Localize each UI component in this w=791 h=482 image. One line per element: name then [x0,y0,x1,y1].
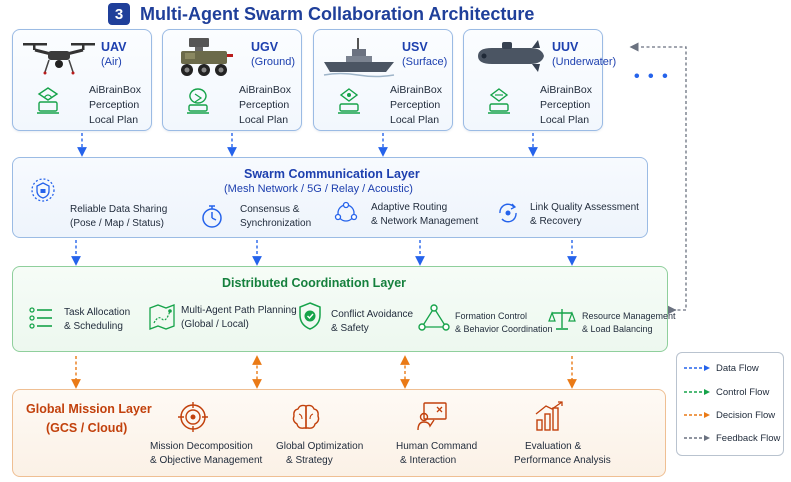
agent-capability: Local Plan [540,114,590,126]
agent-capability: Perception [89,99,140,111]
ground-robot-icon [181,38,233,76]
mission-item-label: Global Optimization [276,441,364,452]
coord-item-label: & Safety [331,323,369,334]
formation-triangle-icon [418,304,450,331]
agent-card-uav: UAV (Air) AiBrainBox Perception Local Pl… [12,29,152,131]
mission-layer-subtitle: (GCS / Cloud) [46,421,128,435]
mission-item-label: & Strategy [286,455,333,466]
target-icon [178,402,208,432]
communication-layer-subtitle: (Mesh Network / 5G / Relay / Acoustic) [224,183,413,195]
agent-name: UGV [251,40,279,54]
task-list-icon [29,307,52,329]
agent-capability: Perception [390,99,441,111]
aibrainbox-icon [187,88,209,114]
comm-item-label: Link Quality Assessment [530,202,639,213]
path-map-icon [149,304,175,330]
routing-nodes-icon [334,201,358,222]
underwater-vehicle-icon [478,40,544,72]
coord-item-label: Conflict Avoidance [331,309,414,320]
agent-card-ugv: UGV (Ground) AiBrainBox Perception Local… [162,29,302,131]
coord-item-label: & Behavior Coordination [455,324,553,334]
distributed-coordination-layer [12,266,668,352]
comm-item-label: & Network Management [371,216,479,227]
agent-capability: AiBrainBox [89,84,141,96]
coord-item-label: (Global / Local) [181,319,249,330]
safety-shield-icon [299,302,321,330]
mission-item-label: & Interaction [400,455,457,466]
legend-label: Feedback Flow [716,432,781,444]
legend-item-feedback-flow: Feedback Flow [683,431,780,445]
communication-layer-title: Swarm Communication Layer [244,167,420,181]
coord-item-label: & Scheduling [64,321,123,332]
section-number-badge: 3 [108,3,130,25]
comm-item-label: & Recovery [530,216,582,227]
decision-flow-arrows [71,355,577,389]
operator-board-icon [417,402,447,431]
agent-domain: (Underwater) [552,56,617,68]
data-flow-arrows-comm-to-coord [71,240,577,266]
agent-name: UAV [101,40,127,54]
agent-capability: Local Plan [239,114,289,126]
agent-domain: (Ground) [251,56,296,68]
legend-item-data-flow: Data Flow [683,361,759,375]
bar-chart-icon [535,401,563,431]
agent-capability: Perception [540,99,591,111]
legend-item-decision-flow: Decision Flow [683,408,775,422]
mission-item-label: Performance Analysis [514,455,611,466]
agent-card-uuv: UUV (Underwater) AiBrainBox Perception L… [463,29,616,131]
coord-item-label: Resource Management [582,311,676,321]
mission-item-label: Mission Decomposition [150,441,253,452]
comm-item-label: (Pose / Map / Status) [70,218,164,229]
comm-item-label: Synchronization [240,218,312,229]
swarm-communication-layer [12,157,648,238]
feedback-flow-loop [629,42,687,311]
data-flow-arrows-agents-to-comm [77,133,538,157]
mission-item-label: & Objective Management [150,455,263,466]
agent-name: USV [402,40,428,54]
mission-layer-title: Global Mission Layer [26,402,152,416]
comm-item-label: Consensus & [240,204,300,215]
agent-capability: Perception [239,99,290,111]
comm-item-label: Adaptive Routing [371,202,448,213]
surface-vessel-icon [323,38,395,78]
legend-label: Decision Flow [716,409,776,421]
link-recovery-icon [499,203,517,223]
coord-item-label: Task Allocation [64,307,131,318]
aibrainbox-icon [338,88,360,114]
aibrainbox-icon [37,87,59,114]
drone-icon [23,43,95,75]
mission-item-label: Human Command [396,441,478,452]
agent-capability: Local Plan [390,114,440,126]
stopwatch-icon [202,205,222,228]
legend-label: Data Flow [716,362,759,374]
coord-item-label: Multi-Agent Path Planning [181,305,297,316]
coordination-layer-title: Distributed Coordination Layer [222,276,407,290]
agent-domain: (Air) [101,56,122,68]
shield-network-icon [31,178,55,202]
agent-card-usv: USV (Surface) AiBrainBox Perception Loca… [313,29,453,131]
agent-capability: AiBrainBox [239,84,291,96]
brain-icon [292,404,320,429]
agent-domain: (Surface) [402,56,448,68]
legend-item-control-flow: Control Flow [683,385,769,399]
agent-capability: Local Plan [89,114,139,126]
comm-item-label: Reliable Data Sharing [70,204,168,215]
more-agents-ellipsis: • • • [634,68,670,85]
global-mission-layer [12,389,666,477]
agent-name: UUV [552,40,579,54]
coord-item-label: & Load Balancing [582,324,653,334]
agent-capability: AiBrainBox [390,84,442,96]
page-title: Multi-Agent Swarm Collaboration Architec… [140,4,535,24]
legend-label: Control Flow [716,386,770,398]
coord-item-label: Formation Control [455,311,528,321]
aibrainbox-icon [488,88,510,114]
agent-capability: AiBrainBox [540,84,592,96]
flow-legend: Data Flow Control Flow Decision Flow Fee… [676,352,784,456]
balance-scale-icon [548,309,576,330]
mission-item-label: Evaluation & [525,441,582,452]
